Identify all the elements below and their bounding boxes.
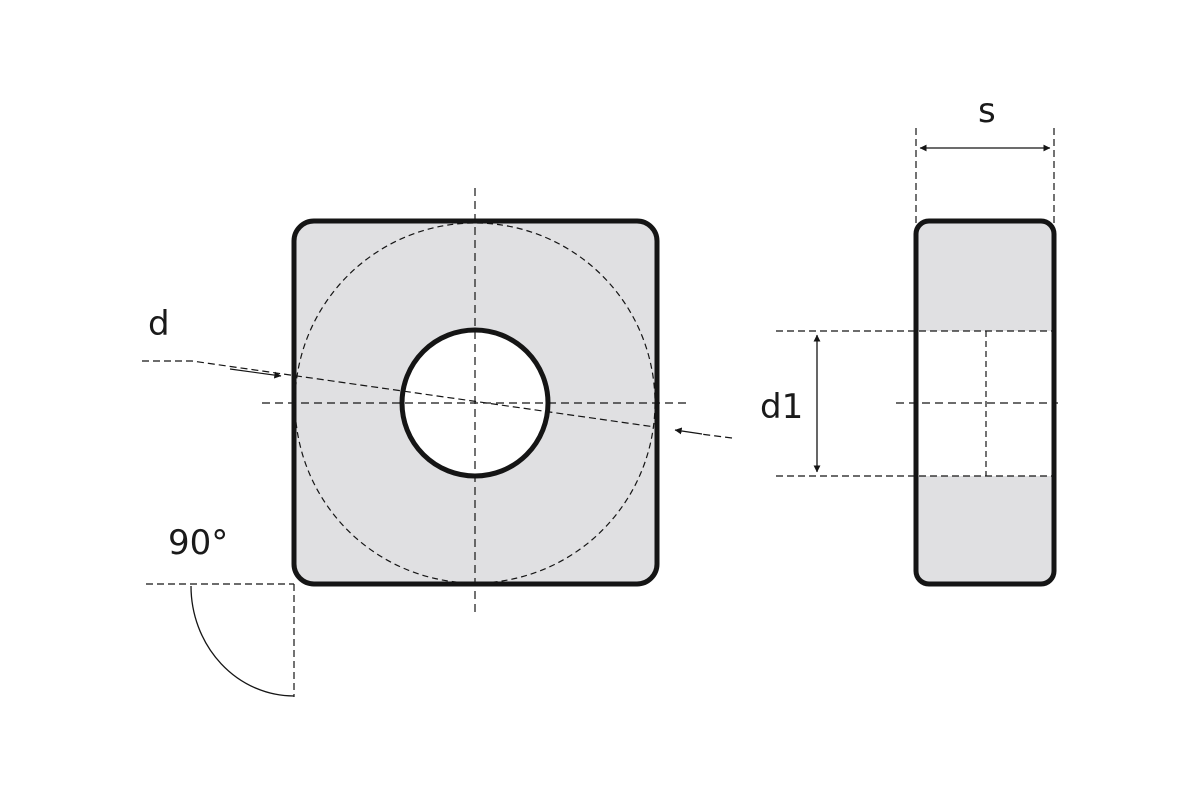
- label-d: d: [148, 304, 170, 344]
- side-view: [776, 128, 1058, 587]
- d-arrow-right-leader: [699, 433, 733, 439]
- label-d1: d1: [760, 387, 803, 427]
- d-arrow-right: [674, 427, 703, 435]
- label-angle: 90°: [168, 523, 228, 563]
- d-arrow-left: [229, 368, 282, 379]
- label-s: s: [978, 91, 996, 131]
- front-view: [142, 188, 733, 697]
- angle-arc: [190, 585, 295, 697]
- d-leader-line: [142, 360, 656, 428]
